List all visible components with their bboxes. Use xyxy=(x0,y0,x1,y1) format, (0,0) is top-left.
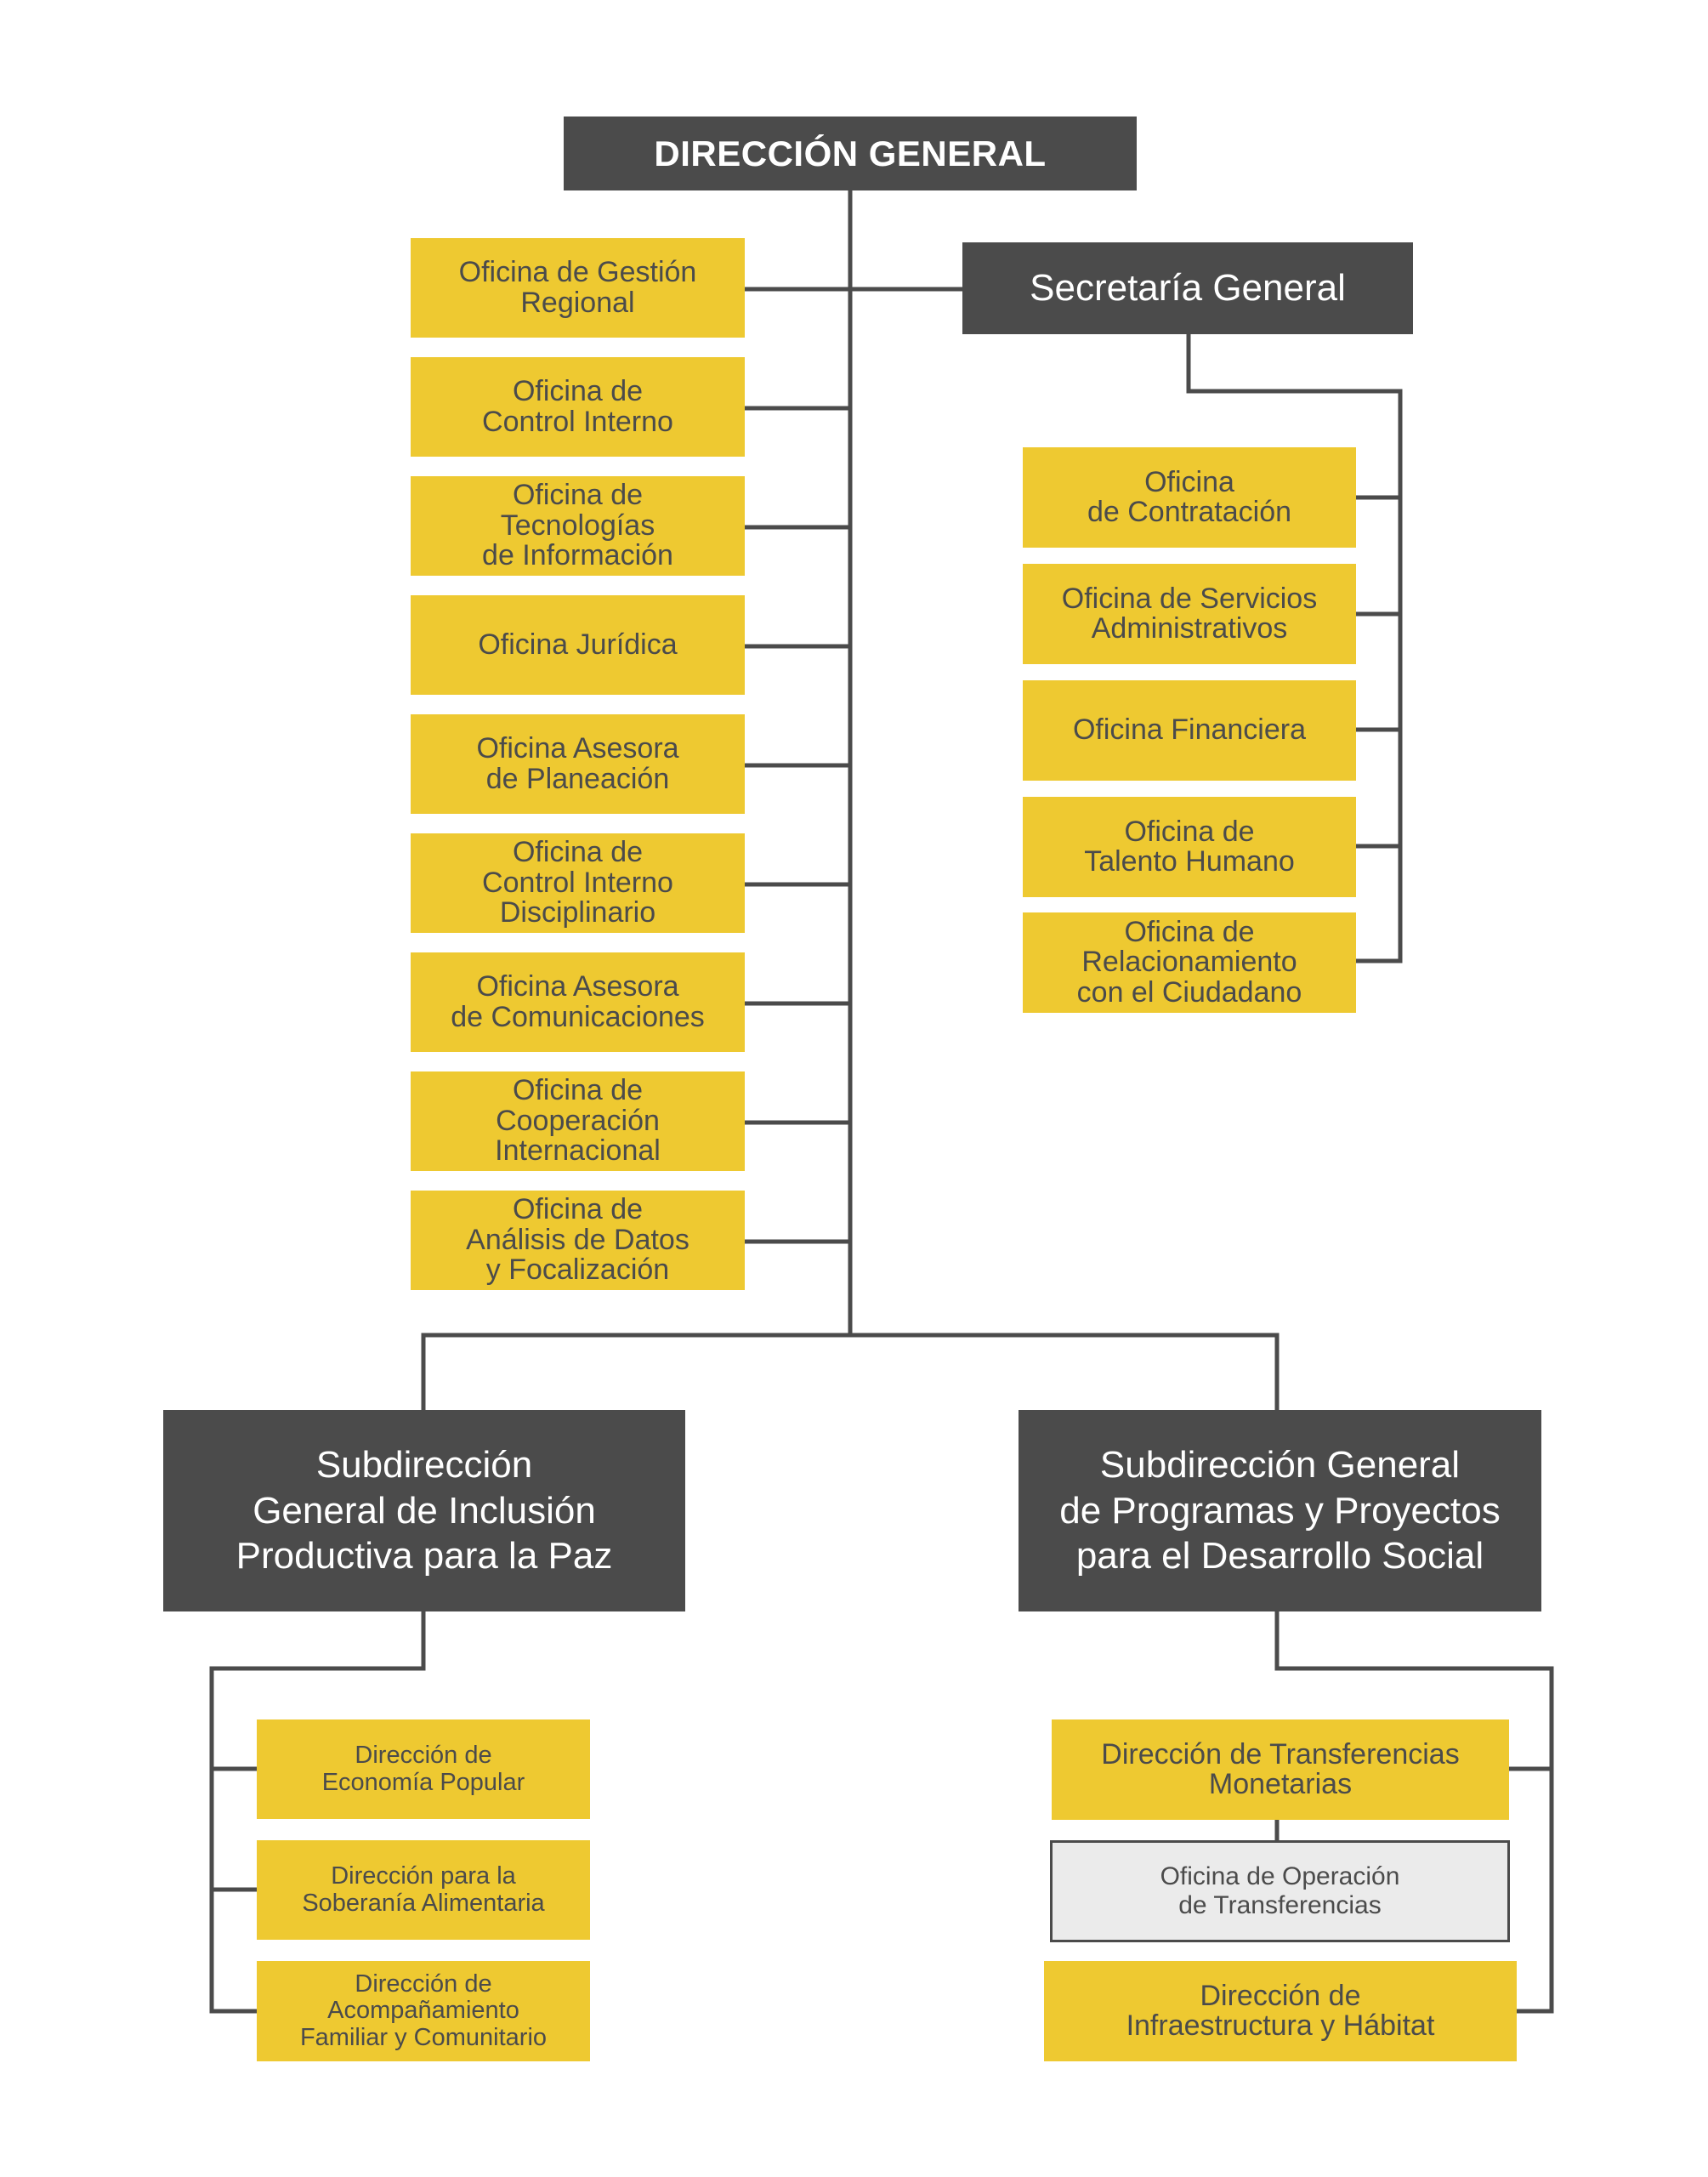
office-financiera[interactable]: Oficina Financiera xyxy=(1023,680,1356,781)
secretaria-general-box[interactable]: Secretaría General xyxy=(962,242,1413,334)
office-label: Oficina de Control Interno xyxy=(482,375,673,438)
office-gestion-regional[interactable]: Oficina de Gestión Regional xyxy=(411,238,745,338)
office-label: Oficina de Talento Humano xyxy=(1084,815,1295,878)
direccion-soberania-alimentaria[interactable]: Dirección para la Soberanía Alimentaria xyxy=(257,1840,590,1940)
office-label: Oficina Asesora de Planeación xyxy=(476,732,679,795)
office-comunicaciones[interactable]: Oficina Asesora de Comunicaciones xyxy=(411,952,745,1052)
office-tecnologias[interactable]: Oficina de Tecnologías de Información xyxy=(411,476,745,576)
direccion-transferencias-monetarias[interactable]: Dirección de Transferencias Monetarias xyxy=(1052,1719,1509,1820)
office-label: Oficina de Cooperación Internacional xyxy=(495,1074,661,1168)
office-talento-humano[interactable]: Oficina de Talento Humano xyxy=(1023,797,1356,897)
subdireccion-label: Subdirección General de Programas y Proy… xyxy=(1059,1443,1501,1577)
office-label: Oficina de Servicios Administrativos xyxy=(1061,582,1318,645)
bottom-split-line xyxy=(421,1333,1280,1412)
direccion-label: Dirección de Acompañamiento Familiar y C… xyxy=(299,1970,548,2051)
oficina-label: Oficina de Operación de Transferencias xyxy=(1160,1862,1400,1920)
subdireccion-label: Subdirección General de Inclusión Produc… xyxy=(235,1443,613,1577)
office-label: Oficina de Relacionamiento con el Ciudad… xyxy=(1076,915,1302,1009)
office-analisis-datos[interactable]: Oficina de Análisis de Datos y Focalizac… xyxy=(411,1191,745,1290)
office-label: Oficina Financiera xyxy=(1072,713,1306,747)
direccion-infraestructura-habitat[interactable]: Dirección de Infraestructura y Hábitat xyxy=(1044,1961,1517,2061)
direccion-label: Dirección de Transferencias Monetarias xyxy=(1101,1737,1460,1800)
sub-left-bracket xyxy=(209,1605,426,2014)
direccion-general-label: DIRECCIÓN GENERAL xyxy=(654,133,1047,173)
direccion-economia-popular[interactable]: Dirección de Economía Popular xyxy=(257,1719,590,1819)
subdireccion-inclusion-productiva-box[interactable]: Subdirección General de Inclusión Produc… xyxy=(163,1410,685,1611)
secretaria-general-label: Secretaría General xyxy=(1030,267,1346,309)
sub-right-bracket xyxy=(1274,1605,1554,2014)
office-control-disciplinario[interactable]: Oficina de Control Interno Disciplinario xyxy=(411,833,745,933)
direccion-label: Dirección de Infraestructura y Hábitat xyxy=(1126,1979,1435,2042)
office-label: Oficina Jurídica xyxy=(478,628,678,661)
office-label: Oficina de Control Interno Disciplinario xyxy=(482,836,673,929)
office-label: Oficina de Contratación xyxy=(1087,465,1292,528)
office-juridica[interactable]: Oficina Jurídica xyxy=(411,595,745,695)
office-label: Oficina Asesora de Comunicaciones xyxy=(451,970,705,1033)
secretaria-bracket xyxy=(1186,332,1403,963)
office-label: Oficina de Análisis de Datos y Focalizac… xyxy=(466,1193,689,1287)
direccion-general-box[interactable]: DIRECCIÓN GENERAL xyxy=(564,117,1137,190)
office-servicios-administrativos[interactable]: Oficina de Servicios Administrativos xyxy=(1023,564,1356,664)
direccion-label: Dirección para la Soberanía Alimentaria xyxy=(302,1862,545,1917)
direccion-acompanamiento-familiar[interactable]: Dirección de Acompañamiento Familiar y C… xyxy=(257,1961,590,2061)
office-control-interno[interactable]: Oficina de Control Interno xyxy=(411,357,745,457)
office-label: Oficina de Gestión Regional xyxy=(458,256,697,319)
subdireccion-programas-proyectos-box[interactable]: Subdirección General de Programas y Proy… xyxy=(1019,1410,1541,1611)
oficina-operacion-transferencias[interactable]: Oficina de Operación de Transferencias xyxy=(1050,1840,1510,1942)
office-label: Oficina de Tecnologías de Información xyxy=(482,479,673,572)
office-planeacion[interactable]: Oficina Asesora de Planeación xyxy=(411,714,745,814)
office-relacionamiento-ciudadano[interactable]: Oficina de Relacionamiento con el Ciudad… xyxy=(1023,912,1356,1013)
office-cooperacion[interactable]: Oficina de Cooperación Internacional xyxy=(411,1071,745,1171)
direccion-label: Dirección de Economía Popular xyxy=(321,1742,525,1796)
office-contratacion[interactable]: Oficina de Contratación xyxy=(1023,447,1356,548)
